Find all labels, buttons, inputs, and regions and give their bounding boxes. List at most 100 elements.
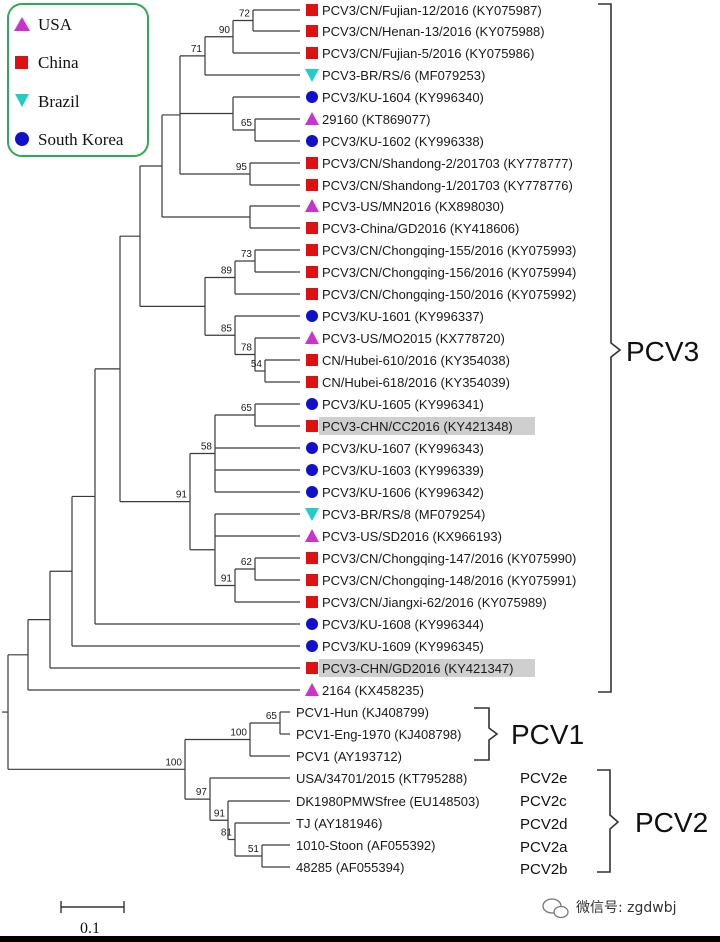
taxon-entry: PCV1-Eng-1970 (KJ408798) xyxy=(296,727,462,742)
taxon-label: 1010-Stoon (AF055392) xyxy=(296,838,435,853)
south-korea-circle-marker xyxy=(306,135,318,147)
taxon-label: PCV3/CN/Fujian-5/2016 (KY075986) xyxy=(322,46,534,61)
bootstrap-value: 65 xyxy=(266,711,278,722)
bootstrap-value: 81 xyxy=(221,828,233,839)
taxon-entry: PCV3/KU-1606 (KY996342) xyxy=(306,485,484,500)
taxon-entry: PCV3/CN/Shandong-1/201703 (KY778776) xyxy=(306,178,573,193)
pcv3-label: PCV3 xyxy=(626,336,699,367)
taxon-label: PCV3/KU-1609 (KY996345) xyxy=(322,639,484,654)
pcv3-bracket-line xyxy=(598,3,622,693)
taxon-entry: PCV3/CN/Jiangxi-62/2016 (KY075989) xyxy=(306,595,547,610)
pcv2-subtype-label: PCV2a xyxy=(520,839,568,856)
taxon-label: PCV3/CN/Chongqing-155/2016 (KY075993) xyxy=(322,243,576,258)
bootstrap-value: 90 xyxy=(219,25,231,36)
china-square-marker xyxy=(306,157,318,169)
highlight-layer xyxy=(319,417,535,677)
taxon-label: PCV3-US/SD2016 (KX966193) xyxy=(322,529,502,544)
usa-triangle-marker xyxy=(305,199,319,212)
taxon-label: PCV3/CN/Chongqing-147/2016 (KY075990) xyxy=(322,551,576,566)
china-square-marker xyxy=(306,266,318,278)
bootstrap-value: 72 xyxy=(239,9,251,20)
taxon-label: PCV1 (AY193712) xyxy=(296,749,402,764)
taxon-entry: PCV3/CN/Fujian-5/2016 (KY075986) xyxy=(306,46,534,61)
watermark: 微信号: zgdwbj xyxy=(542,898,677,919)
taxon-entry: PCV3-CHN/GD2016 (KY421347) xyxy=(306,661,513,676)
scale-bar-line xyxy=(60,901,125,913)
pcv2-subtype-label: PCV2c xyxy=(520,793,567,810)
taxon-entry: CN/Hubei-610/2016 (KY354038) xyxy=(306,353,510,368)
taxon-label: CN/Hubei-618/2016 (KY354039) xyxy=(322,375,510,390)
legend-square-marker xyxy=(15,56,28,69)
legend: USA China Brazil South Korea xyxy=(7,3,149,157)
taxon-label: PCV3/KU-1604 (KY996340) xyxy=(322,90,484,105)
legend-circle-marker xyxy=(15,132,29,146)
bootstrap-value: 91 xyxy=(221,574,233,585)
south-korea-circle-marker xyxy=(306,618,318,630)
taxon-entry: PCV3/KU-1607 (KY996343) xyxy=(306,441,484,456)
watermark-text: 微信号: zgdwbj xyxy=(576,900,677,916)
pcv2-bracket: PCV2 PCV2e PCV2c PCV2d PCV2a PCV2b xyxy=(520,769,708,878)
scale-bar-label: 0.1 xyxy=(80,920,100,937)
pcv1-bracket-line xyxy=(474,707,499,761)
legend-entry-usa: USA xyxy=(14,15,73,34)
pcv1-label: PCV1 xyxy=(511,719,584,750)
taxon-entry: 48285 (AF055394) xyxy=(296,860,404,875)
taxon-entry: PCV3/KU-1608 (KY996344) xyxy=(306,617,484,632)
taxon-label: PCV3-US/MO2015 (KX778720) xyxy=(322,331,505,346)
taxon-entry: PCV3-BR/RS/6 (MF079253) xyxy=(305,68,485,83)
taxon-label: PCV3/KU-1605 (KY996341) xyxy=(322,397,484,412)
taxon-entry: PCV3/CN/Chongqing-150/2016 (KY075992) xyxy=(306,287,576,302)
bootstrap-value: 65 xyxy=(241,118,253,129)
taxon-label: PCV3/KU-1602 (KY996338) xyxy=(322,134,484,149)
bootstrap-labels: 7290716595738985547865589191626510010097… xyxy=(165,9,277,856)
bootstrap-value: 91 xyxy=(214,808,226,819)
pcv1-bracket: PCV1 xyxy=(474,707,584,761)
taxon-entry: PCV3/CN/Fujian-12/2016 (KY075987) xyxy=(306,3,542,18)
bootstrap-value: 73 xyxy=(241,249,253,260)
usa-triangle-marker xyxy=(305,331,319,344)
legend-label-china: China xyxy=(38,53,79,72)
taxon-label: PCV3/KU-1607 (KY996343) xyxy=(322,441,484,456)
taxon-label: 48285 (AF055394) xyxy=(296,860,404,875)
china-square-marker xyxy=(306,4,318,16)
taxon-label: PCV3/CN/Shandong-1/201703 (KY778776) xyxy=(322,178,573,193)
legend-label-south-korea: South Korea xyxy=(38,130,124,149)
taxon-label: 29160 (KT869077) xyxy=(322,112,430,127)
usa-triangle-marker xyxy=(305,529,319,542)
taxon-entry: PCV3/CN/Chongqing-147/2016 (KY075990) xyxy=(306,551,576,566)
taxon-entry: PCV3/KU-1609 (KY996345) xyxy=(306,639,484,654)
bootstrap-value: 95 xyxy=(236,162,248,173)
taxon-entry: PCV3/KU-1603 (KY996339) xyxy=(306,463,484,478)
bootstrap-value: 78 xyxy=(241,343,253,354)
south-korea-circle-marker xyxy=(306,464,318,476)
taxon-label: PCV3/CN/Jiangxi-62/2016 (KY075989) xyxy=(322,595,547,610)
taxon-entry: 29160 (KT869077) xyxy=(305,112,430,127)
taxon-entry: PCV3/CN/Chongqing-155/2016 (KY075993) xyxy=(306,243,576,258)
taxon-entry: PCV3-US/MO2015 (KX778720) xyxy=(305,331,505,346)
taxon-label: PCV3/KU-1603 (KY996339) xyxy=(322,463,484,478)
taxon-entry: PCV3-CHN/CC2016 (KY421348) xyxy=(306,419,513,434)
legend-frame xyxy=(7,3,149,157)
bootstrap-value: 85 xyxy=(221,323,233,334)
taxon-label: PCV3/KU-1606 (KY996342) xyxy=(322,485,484,500)
pcv3-bracket: PCV3 xyxy=(598,3,699,693)
taxon-label: PCV1-Hun (KJ408799) xyxy=(296,705,429,720)
taxon-entry: PCV1-Hun (KJ408799) xyxy=(296,705,429,720)
pcv2-subtype-label: PCV2d xyxy=(520,816,568,833)
pcv2-label: PCV2 xyxy=(635,807,708,838)
taxon-highlight xyxy=(319,417,535,435)
bootstrap-value: 54 xyxy=(251,359,263,370)
china-square-marker xyxy=(306,288,318,300)
bootstrap-value: 89 xyxy=(221,266,233,277)
tree-branches xyxy=(2,9,300,868)
taxon-label: PCV3/CN/Shandong-2/201703 (KY778777) xyxy=(322,156,573,171)
wechat-icon xyxy=(542,898,569,919)
pcv2-subtype-label: PCV2e xyxy=(520,770,568,787)
usa-triangle-marker xyxy=(305,683,319,696)
taxon-label: TJ (AY181946) xyxy=(296,816,382,831)
taxon-label: USA/34701/2015 (KT795288) xyxy=(296,771,467,786)
taxon-label: PCV3/KU-1608 (KY996344) xyxy=(322,617,484,632)
taxon-entry: 2164 (KX458235) xyxy=(305,683,424,698)
taxon-entry: CN/Hubei-618/2016 (KY354039) xyxy=(306,375,510,390)
